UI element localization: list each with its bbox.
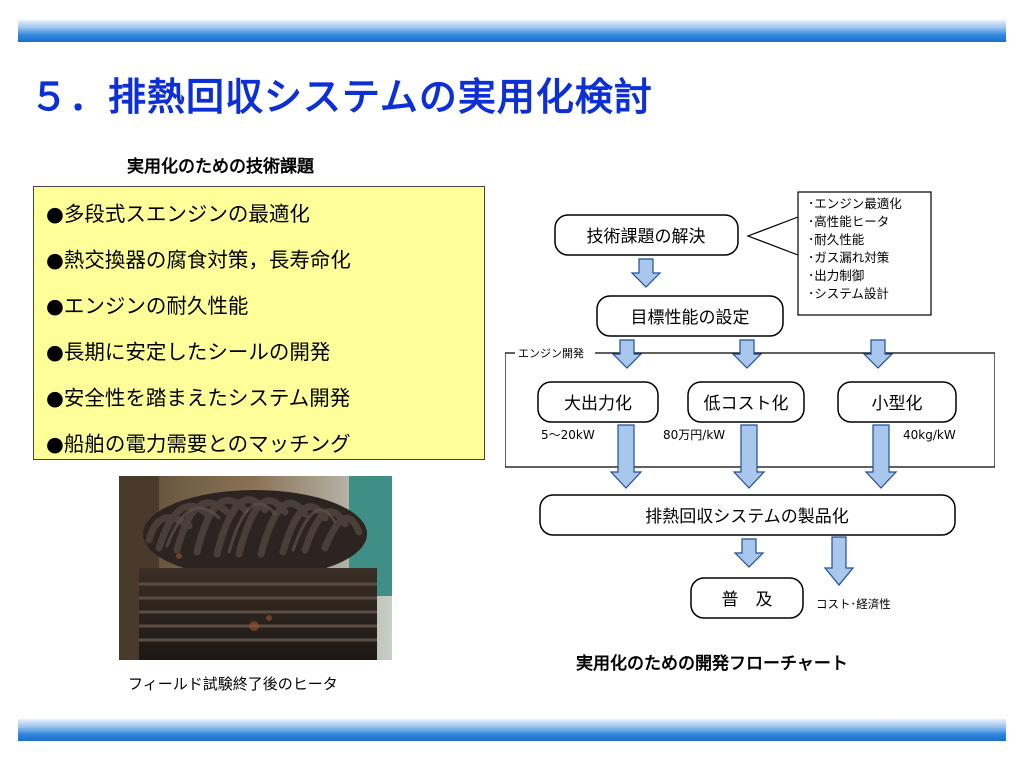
task-item: ●安全性を踏まえたシステム開発	[46, 386, 351, 410]
cost-note: コスト･経済性	[816, 597, 891, 611]
target-setting-label: 目標性能の設定	[631, 308, 750, 328]
tasks-box: ●多段式スエンジンの最適化 ●熱交換器の腐食対策，長寿命化 ●エンジンの耐久性能…	[33, 186, 485, 460]
tasks-heading: 実用化のための技術課題	[127, 157, 314, 177]
down-arrow	[734, 538, 764, 568]
branch-high-output-label: 大出力化	[564, 394, 632, 414]
development-flowchart: ･エンジン最適化 ･高性能ヒータ ･耐久性能 ･ガス漏れ対策 ･出力制御 ･シス…	[505, 191, 995, 619]
task-item: ●多段式スエンジンの最適化	[46, 202, 310, 226]
spec-low-cost: 80万円/kW	[663, 428, 725, 442]
flowchart-caption: 実用化のための開発フローチャート	[576, 654, 848, 674]
branch-compact-label: 小型化	[872, 394, 923, 414]
down-arrow	[609, 424, 643, 489]
callout-item: ･ガス漏れ対策	[808, 250, 890, 265]
spec-high-output: 5～20kW	[541, 428, 595, 442]
engine-dev-label: エンジン開発	[518, 346, 584, 360]
callout-box	[797, 191, 932, 316]
diffusion-label: 普 及	[722, 590, 773, 610]
callout-item: ･耐久性能	[808, 232, 865, 247]
diffusion-box	[690, 577, 804, 619]
branch-low-cost-box	[687, 381, 805, 423]
top-gradient-bar	[18, 20, 1006, 42]
productization-label: 排熱回収システムの製品化	[645, 507, 849, 527]
photo-caption: フィールド試験終了後のヒータ	[128, 675, 338, 693]
productization-box	[539, 494, 956, 536]
down-arrow	[631, 258, 661, 288]
down-arrow	[864, 424, 898, 489]
down-arrow	[823, 536, 855, 586]
callout-item: ･エンジン最適化	[808, 196, 902, 211]
spec-compact: 40kg/kW	[903, 428, 956, 442]
down-arrow	[732, 424, 766, 489]
heater-photo-image	[119, 476, 392, 660]
task-item: ●船舶の電力需要とのマッチング	[46, 432, 351, 456]
callout-item: ･システム設計	[808, 286, 889, 301]
task-item: ●長期に安定したシールの開発	[46, 340, 331, 364]
down-arrow	[612, 339, 642, 369]
branch-compact-box	[837, 381, 957, 423]
tech-solution-label: 技術課題の解決	[587, 227, 706, 247]
callout-item: ･出力制御	[808, 268, 864, 283]
heater-photo	[119, 476, 392, 660]
branch-low-cost-label: 低コスト化	[704, 394, 789, 414]
bottom-gradient-bar	[18, 719, 1006, 741]
callout-item: ･高性能ヒータ	[808, 214, 889, 229]
tech-solution-box	[554, 214, 739, 256]
down-arrow	[732, 339, 762, 369]
down-arrow	[863, 339, 893, 369]
task-item: ●熱交換器の腐食対策，長寿命化	[46, 248, 351, 272]
target-setting-box	[596, 295, 784, 337]
task-item: ●エンジンの耐久性能	[46, 294, 249, 318]
callout-bracket	[746, 216, 799, 256]
branch-high-output-box	[537, 381, 659, 423]
slide-title: ５．排熱回収システムの実用化検討	[30, 75, 653, 119]
